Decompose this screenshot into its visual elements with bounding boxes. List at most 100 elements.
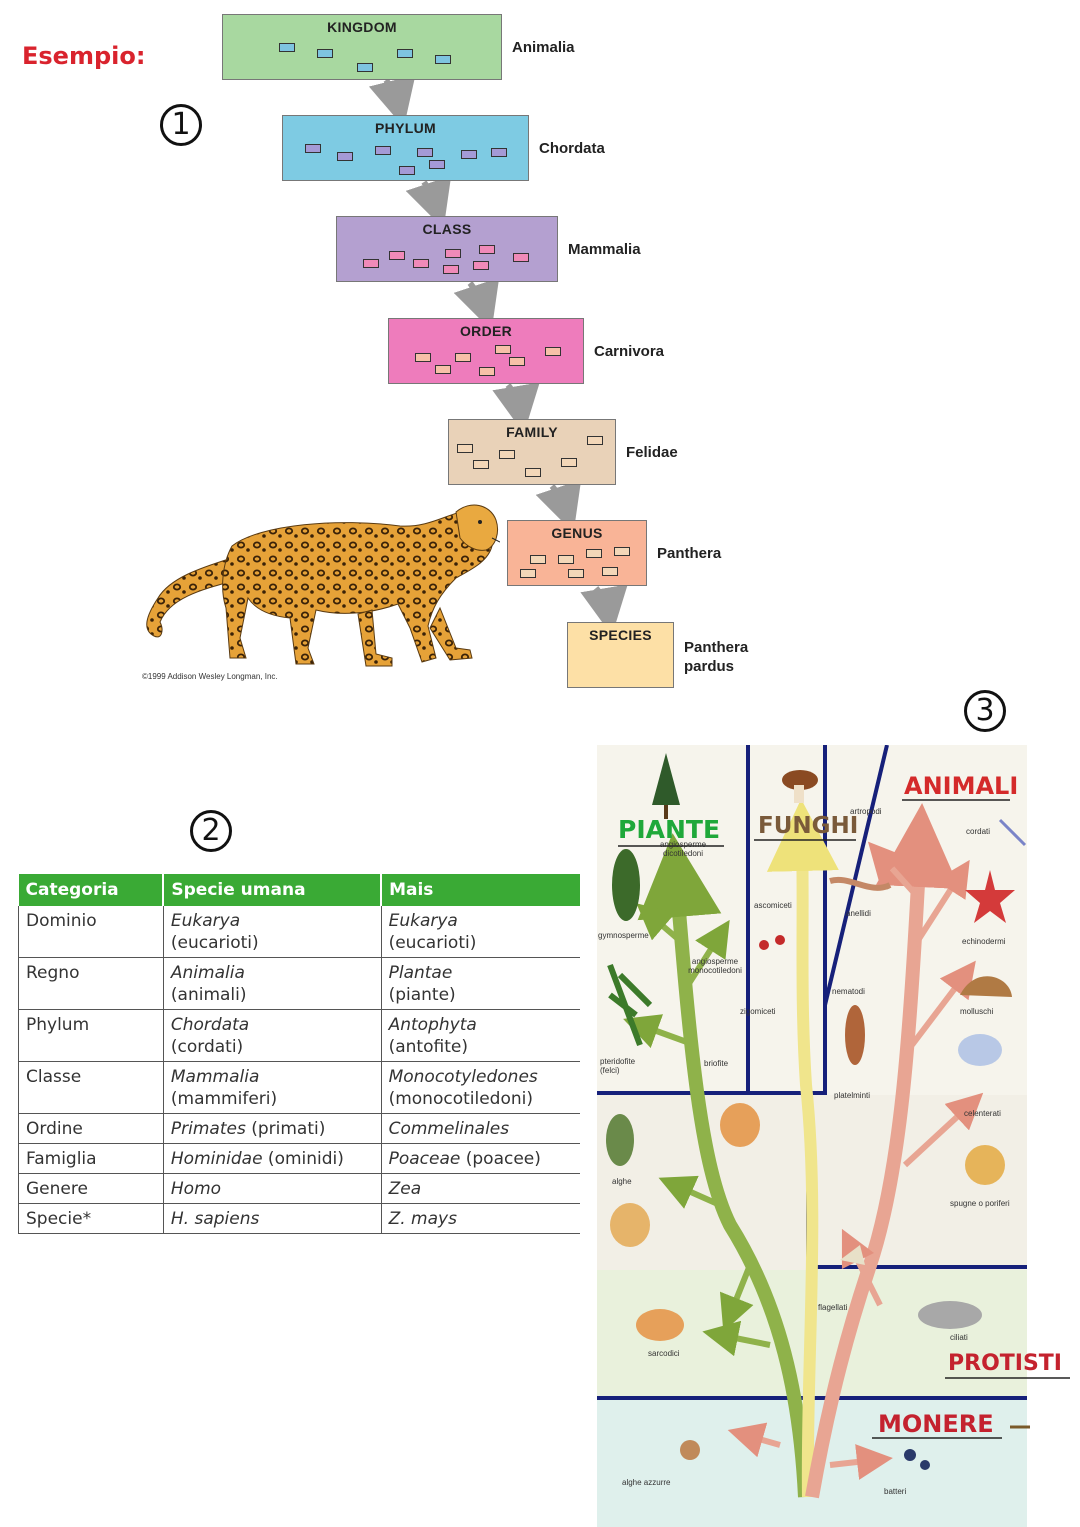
cell-corn: Plantae(piante) [381,957,580,1010]
common-name: (piante) [388,985,456,1005]
italic-name: Antophyta [388,1015,477,1035]
table-row: Dominio Eukarya(eucarioti) Eukarya(eucar… [18,906,580,958]
chip [568,569,584,578]
label-flagellates: flagellati [818,1303,848,1312]
italic-name: Z. mays [388,1209,457,1229]
rank-label: GENUS [551,525,603,541]
cell-human: Chordata(cordati) [163,1009,382,1062]
chip [429,160,445,169]
header-mais: Mais [381,874,580,906]
marker-two: 2 [190,810,232,852]
label-bryophytes: briofite [704,1059,729,1068]
common-name: (ominidi) [262,1149,344,1169]
chip [363,259,379,268]
common-name: (monocotiledoni) [388,1089,534,1109]
chip [499,450,515,459]
header-categoria: Categoria [18,874,165,906]
table-row: Specie* H. sapiens Z. mays [18,1203,580,1234]
taxon-chordata: Chordata [539,140,605,157]
cell-human: Animalia(animali) [163,957,382,1010]
chip [479,245,495,254]
chip [457,444,473,453]
cell-category: Regno [18,957,164,1010]
chip [530,555,546,564]
chip [558,555,574,564]
italic-name: Primates [170,1119,246,1139]
chip [545,347,561,356]
cell-corn: Poaceae (poacee) [381,1143,580,1174]
chip [491,148,507,157]
italic-name: Homo [170,1179,222,1199]
label-bacteria: batteri [884,1487,907,1496]
cell-category: Specie* [18,1203,164,1234]
copyright-text: ©1999 Addison Wesley Longman, Inc. [142,672,278,681]
chip [435,55,451,64]
leopard-illustration [146,504,500,667]
chip [445,249,461,258]
cell-human: Homo [163,1173,382,1204]
chip [473,261,489,270]
chip [473,460,489,469]
kingdom-monera: MONERE [878,1410,994,1438]
cell-corn: Commelinales [381,1113,580,1144]
cell-category: Ordine [18,1113,164,1144]
rank-label: SPECIES [589,627,652,643]
header-specie-umana: Specie umana [163,874,383,906]
chip [614,547,630,556]
label-echinoderms: echinodermi [962,937,1006,946]
level-kingdom: KINGDOM [222,14,502,80]
table-row: Genere Homo Zea [18,1173,580,1204]
chip [602,567,618,576]
italic-name: Hominidae [170,1149,263,1169]
level-order: ORDER [388,318,584,384]
label-ciliates: ciliati [950,1333,968,1342]
label-cnidarians: celenterati [964,1109,1001,1118]
label-sponges: spugne o poriferi [950,1199,1010,1208]
cell-human: Primates (primati) [163,1113,382,1144]
label-angiosperms-monocot: angiosperme monocotiledoni [688,957,742,975]
cell-human: Hominidae (ominidi) [163,1143,382,1174]
label-ascomycetes: ascomiceti [754,901,792,910]
common-name: (primati) [245,1119,326,1139]
chip [389,251,405,260]
label-flatworms: platelminti [834,1091,871,1100]
common-name: (eucarioti) [170,933,259,953]
common-name: (mammiferi) [170,1089,278,1109]
table-row: Famiglia Hominidae (ominidi) Poaceae (po… [18,1143,580,1174]
label-nematodes: nematodi [832,987,865,996]
chip [525,468,541,477]
cascade-arrows [368,74,628,636]
tree-graphic [597,745,1070,1527]
chip [399,166,415,175]
chip [561,458,577,467]
chip [513,253,529,262]
cell-category: Genere [18,1173,164,1204]
taxon-line-2: pardus [684,658,735,675]
label-arthropods: artropodi [850,807,882,816]
chip [586,549,602,558]
italic-name: Zea [388,1179,422,1199]
italic-name: Plantae [388,963,453,983]
chip [495,345,511,354]
taxon-panthera: Panthera [657,545,722,562]
chip [455,353,471,362]
label-sarcodines: sarcodici [648,1349,680,1358]
rank-label: PHYLUM [375,120,436,136]
italic-name: Eukarya [170,911,241,931]
label-blue-algae: alghe azzurre [622,1478,671,1487]
kingdom-fungi: FUNGHI [758,813,859,839]
italic-name: Animalia [170,963,245,983]
table-row: Regno Animalia(animali) Plantae(piante) [18,957,580,1010]
common-name: (animali) [170,985,247,1005]
level-phylum: PHYLUM [282,115,529,181]
label-angiosperms-dicot: angiosperme dicotiledoni [659,840,707,858]
table-row: Phylum Chordata(cordati) Antophyta(antof… [18,1009,580,1062]
taxon-animalia: Animalia [512,39,575,56]
taxonomy-table: Categoria Specie umana Mais Dominio Euka… [18,874,580,1234]
label-chordates: cordati [966,827,991,836]
common-name: (poacee) [460,1149,541,1169]
chip [443,265,459,274]
cell-corn: Zea [381,1173,580,1204]
chip [587,436,603,445]
italic-name: Eukarya [388,911,458,931]
